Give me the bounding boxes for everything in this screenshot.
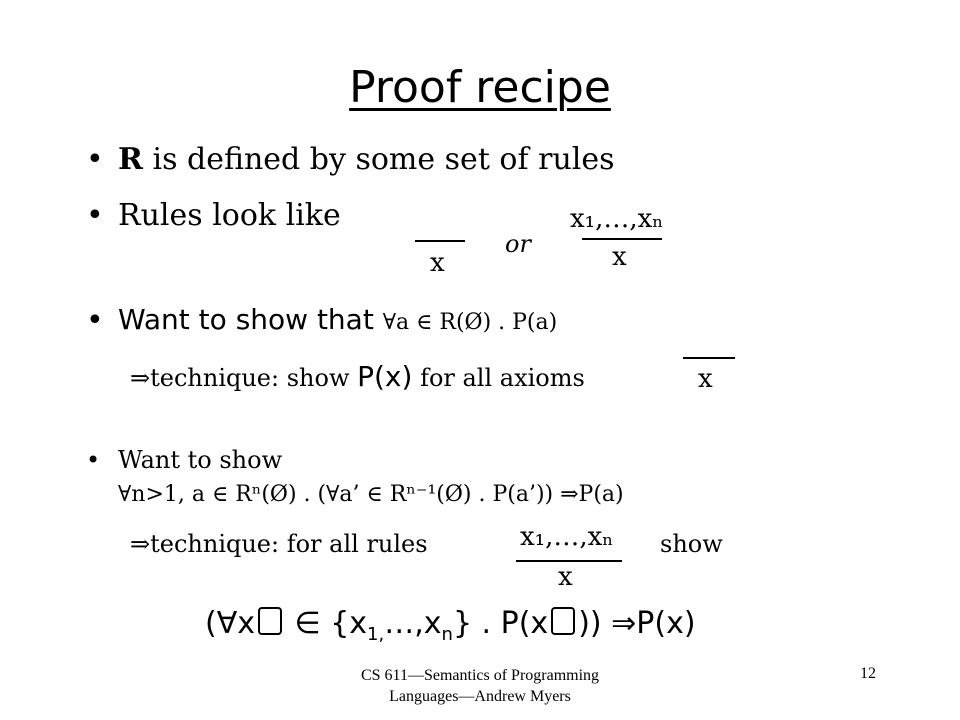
footer-line-1: CS 611—Semantics of Programming <box>360 667 600 684</box>
bullet-4-line1: Want to show <box>118 446 283 474</box>
bullet-dot: • <box>86 198 104 233</box>
placeholder-box-icon <box>551 607 576 635</box>
formula-part: ∈ {x <box>284 606 368 641</box>
or-label: or <box>505 230 531 258</box>
bullet-dot: • <box>86 142 104 177</box>
relation-r: R <box>118 142 143 177</box>
bullet-1-text: is defined by some set of rules <box>142 142 615 177</box>
final-formula: (∀x ∈ {x1,…,xn} . P(x )) ⇒P(x) <box>205 606 696 645</box>
axiom2-rule-bar <box>683 357 735 359</box>
px-formula: P(x) <box>357 360 413 393</box>
axiom-conclusion: x <box>430 248 445 278</box>
formula-subscript: n <box>441 624 453 645</box>
technique-end: for all axioms <box>412 364 585 392</box>
formula-subscript: 1, <box>367 624 385 645</box>
inference-rule-bar <box>582 238 662 240</box>
bullet-3-text: Want to show that <box>118 303 383 336</box>
axiom2-conclusion: x <box>698 364 713 394</box>
bullet-2: Rules look like <box>118 198 341 233</box>
placeholder-box-icon <box>257 607 282 635</box>
rule3-bar <box>516 560 622 562</box>
rule-premises: x₁,…,xₙ <box>570 204 664 234</box>
rule3-premises: x₁,…,xₙ <box>520 522 614 552</box>
show-label: show <box>660 530 723 558</box>
bullet-4-formula: ∀n>1, a ∈ Rⁿ(Ø) . (∀a’ ∈ Rⁿ⁻¹(Ø) . P(a’)… <box>118 482 624 507</box>
bullet-3-formula: ∀a ∈ R(Ø) . P(a) <box>382 310 558 335</box>
bullet-3-technique: ⇒technique: show P(x) for all axioms <box>130 360 585 393</box>
rule3-conclusion: x <box>558 562 573 592</box>
formula-part: )) ⇒P(x) <box>578 606 696 641</box>
formula-part: } . P(x <box>452 606 549 641</box>
bullet-4-technique: ⇒technique: for all rules <box>130 530 428 558</box>
slide-title: Proof recipe <box>349 62 611 113</box>
bullet-3: Want to show that ∀a ∈ R(Ø) . P(a) <box>118 303 557 336</box>
rule-conclusion: x <box>612 242 627 272</box>
footer-line-2: Languages—Andrew Myers <box>389 688 571 705</box>
formula-part: (∀x <box>205 606 255 641</box>
formula-part: …,x <box>384 606 442 641</box>
bullet-dot: • <box>86 446 101 474</box>
technique-text: ⇒technique: show <box>130 364 358 392</box>
page-number: 12 <box>860 665 876 682</box>
axiom-rule-bar <box>415 240 465 242</box>
bullet-dot: • <box>86 303 104 338</box>
footer-course: CS 611—Semantics of Programming Language… <box>0 665 960 707</box>
bullet-1: R is defined by some set of rules <box>118 142 615 177</box>
